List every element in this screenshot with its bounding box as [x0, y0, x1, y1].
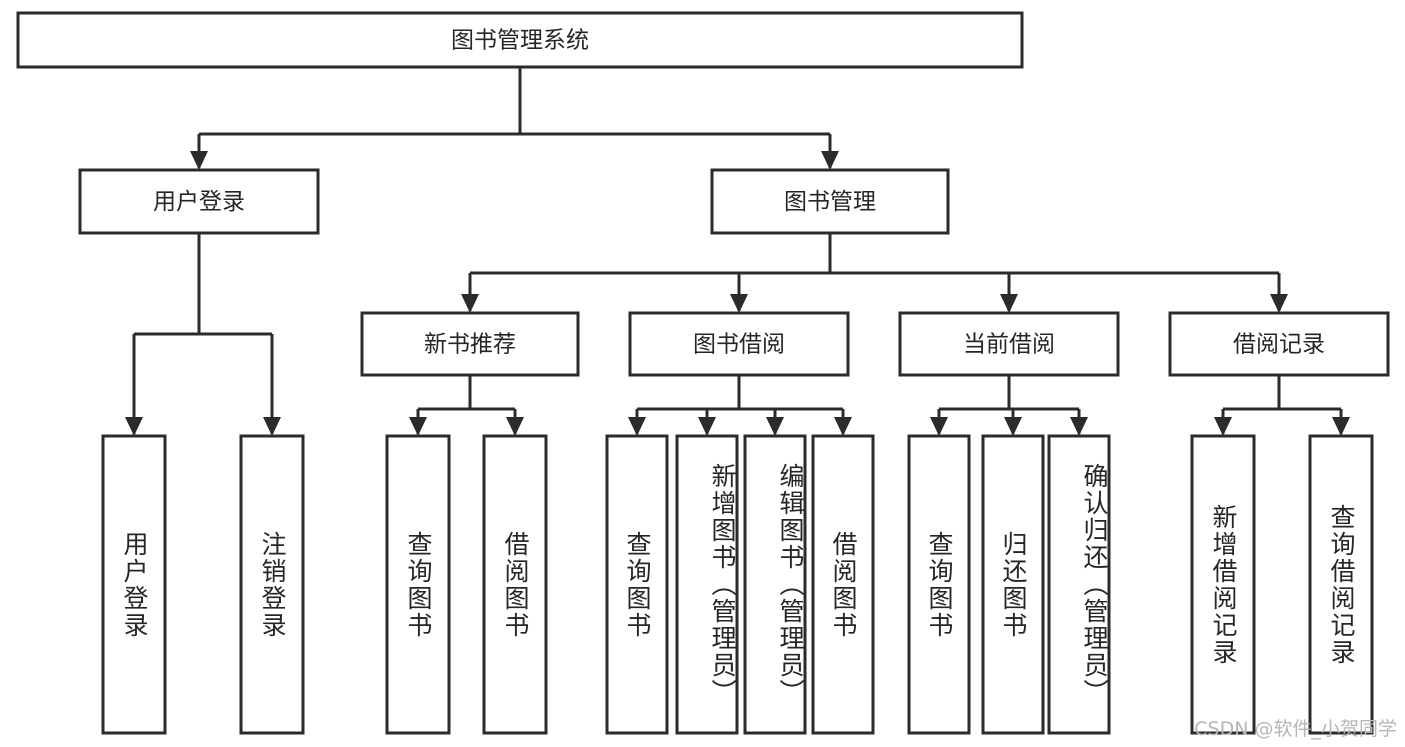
- level3-label-1: 图书借阅: [693, 332, 785, 358]
- edge-node-用户登录-arrow-1: [263, 417, 281, 436]
- edge-node-当前借阅-arrow-1: [1004, 417, 1022, 436]
- edge-node-图书借阅-arrow-3: [834, 417, 852, 436]
- leaf-box-8[interactable]: [907, 434, 971, 735]
- level2-label-0: 用户登录: [153, 189, 245, 215]
- level2-box-0[interactable]: [78, 168, 320, 235]
- edge-node-当前借阅-arrow-0: [930, 417, 948, 436]
- boxes-layer: [16, 11, 1390, 735]
- edge-node-新书推荐-arrow-1: [506, 417, 524, 436]
- edge-node-用户登录-arrow-0: [125, 417, 143, 436]
- edge-node-借阅记录-arrow-0: [1214, 417, 1232, 436]
- edge-node-借阅记录-arrow-1: [1332, 417, 1350, 436]
- connectors-layer: [125, 67, 1350, 436]
- edge-node-当前借阅-arrow-2: [1070, 417, 1088, 436]
- leaf-box-0[interactable]: [101, 434, 167, 735]
- leaf-box-9[interactable]: [981, 434, 1045, 735]
- level3-label-3: 借阅记录: [1233, 332, 1325, 358]
- leaf-box-12[interactable]: [1308, 434, 1374, 735]
- edge-node-图书借阅-arrow-2: [766, 417, 784, 436]
- edge-bookmgmt-arrow-2: [1000, 294, 1018, 313]
- root-label-0: 图书管理系统: [451, 28, 589, 54]
- level2-box-1[interactable]: [710, 168, 950, 235]
- edge-root-arrow-0: [190, 151, 208, 170]
- level3-label-2: 当前借阅: [963, 332, 1055, 358]
- edge-bookmgmt-arrow-0: [461, 294, 479, 313]
- edge-root-arrow-1: [821, 151, 839, 170]
- root-box-0[interactable]: [16, 11, 1024, 69]
- leaf-box-6[interactable]: [743, 434, 807, 735]
- edge-node-图书借阅-arrow-0: [628, 417, 646, 436]
- leaf-box-5[interactable]: [675, 434, 739, 735]
- leaf-box-4[interactable]: [605, 434, 669, 735]
- level3-label-0: 新书推荐: [424, 332, 516, 358]
- level3-box-3[interactable]: [1168, 311, 1390, 377]
- level3-box-2[interactable]: [898, 311, 1120, 377]
- leaf-box-3[interactable]: [482, 434, 548, 735]
- leaf-box-11[interactable]: [1190, 434, 1256, 735]
- edge-node-新书推荐-arrow-0: [409, 417, 427, 436]
- leaf-box-2[interactable]: [385, 434, 451, 735]
- edge-node-图书借阅-arrow-1: [698, 417, 716, 436]
- leaf-box-7[interactable]: [811, 434, 875, 735]
- level3-box-0[interactable]: [360, 311, 580, 377]
- leaf-box-1[interactable]: [239, 434, 305, 735]
- leaf-box-10[interactable]: [1047, 434, 1111, 735]
- level2-label-1: 图书管理: [784, 189, 876, 215]
- edge-bookmgmt-arrow-3: [1270, 294, 1288, 313]
- level3-box-1[interactable]: [628, 311, 850, 377]
- edge-bookmgmt-arrow-1: [730, 294, 748, 313]
